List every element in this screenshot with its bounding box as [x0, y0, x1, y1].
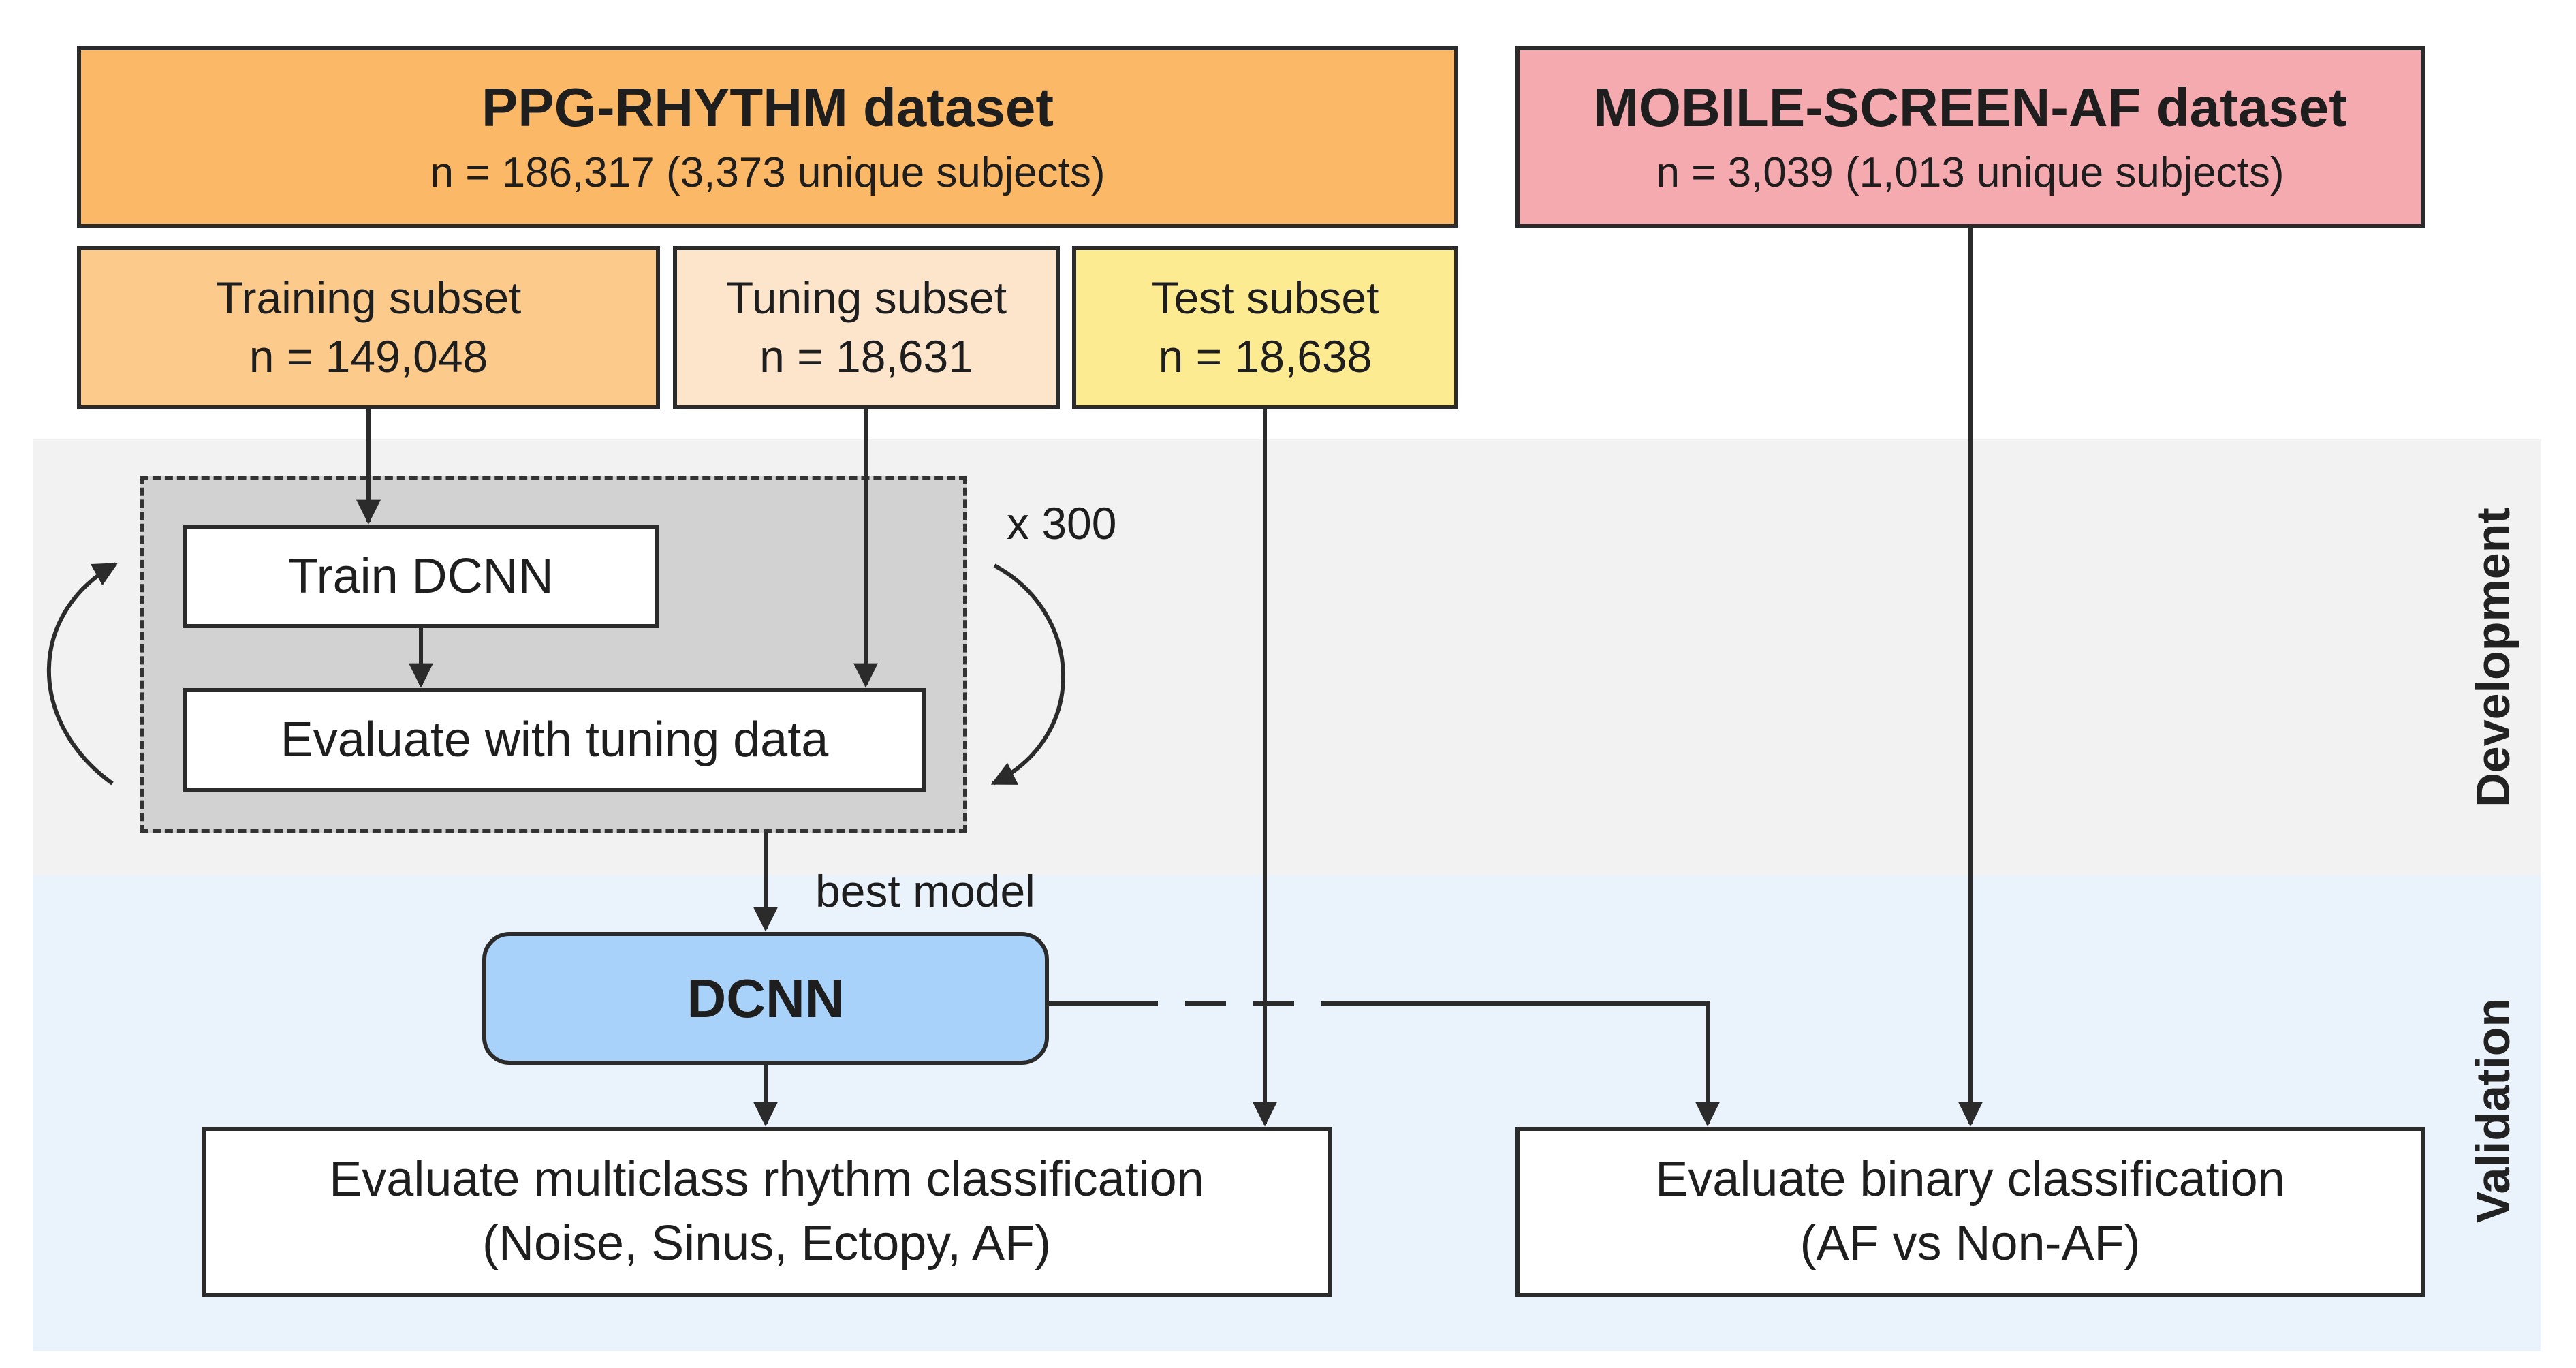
test-subset-title: Test subset [1151, 273, 1379, 324]
ppg-dataset-detail: n = 186,317 (3,373 unique subjects) [430, 149, 1105, 197]
evaluate-multiclass-box: Evaluate multiclass rhythm classificatio… [202, 1127, 1332, 1297]
train-dcnn-box: Train DCNN [183, 525, 659, 628]
evaluate-binary-box: Evaluate binary classification (AF vs No… [1515, 1127, 2425, 1297]
evaluate-multiclass-classes: (Noise, Sinus, Ectopy, AF) [482, 1216, 1051, 1271]
tuning-subset-title: Tuning subset [725, 273, 1007, 324]
evaluate-binary-title: Evaluate binary classification [1655, 1152, 2285, 1207]
train-dcnn-label: Train DCNN [288, 549, 554, 604]
tuning-subset-n: n = 18,631 [759, 331, 973, 382]
test-subset-box: Test subset n = 18,638 [1072, 246, 1458, 409]
training-subset-box: Training subset n = 149,048 [77, 246, 660, 409]
training-subset-n: n = 149,048 [249, 331, 488, 382]
evaluate-multiclass-title: Evaluate multiclass rhythm classificatio… [329, 1152, 1204, 1207]
repeat-count-label: x 300 [1007, 498, 1117, 548]
mobile-dataset-detail: n = 3,039 (1,013 unique subjects) [1656, 149, 2284, 197]
training-subset-title: Training subset [215, 273, 522, 324]
ppg-dataset-title: PPG-RHYTHM dataset [481, 77, 1054, 138]
mobile-dataset-title: MOBILE-SCREEN-AF dataset [1593, 77, 2347, 138]
evaluate-tuning-box: Evaluate with tuning data [183, 688, 926, 792]
loop-arrow-left [46, 562, 119, 786]
dcnn-model-label: DCNN [687, 967, 845, 1029]
evaluate-tuning-label: Evaluate with tuning data [280, 713, 829, 767]
mobile-screen-af-dataset-box: MOBILE-SCREEN-AF dataset n = 3,039 (1,01… [1515, 46, 2425, 228]
best-model-label: best model [815, 866, 1035, 916]
tuning-subset-box: Tuning subset n = 18,631 [673, 246, 1060, 409]
evaluate-binary-classes: (AF vs Non-AF) [1800, 1216, 2141, 1271]
arrow-dcnn-to-binary [1362, 1001, 1720, 1127]
dcnn-model-box: DCNN [482, 932, 1049, 1065]
loop-arrow-right [990, 563, 1065, 786]
ppg-rhythm-dataset-box: PPG-RHYTHM dataset n = 186,317 (3,373 un… [77, 46, 1458, 228]
test-subset-n: n = 18,638 [1158, 331, 1372, 382]
